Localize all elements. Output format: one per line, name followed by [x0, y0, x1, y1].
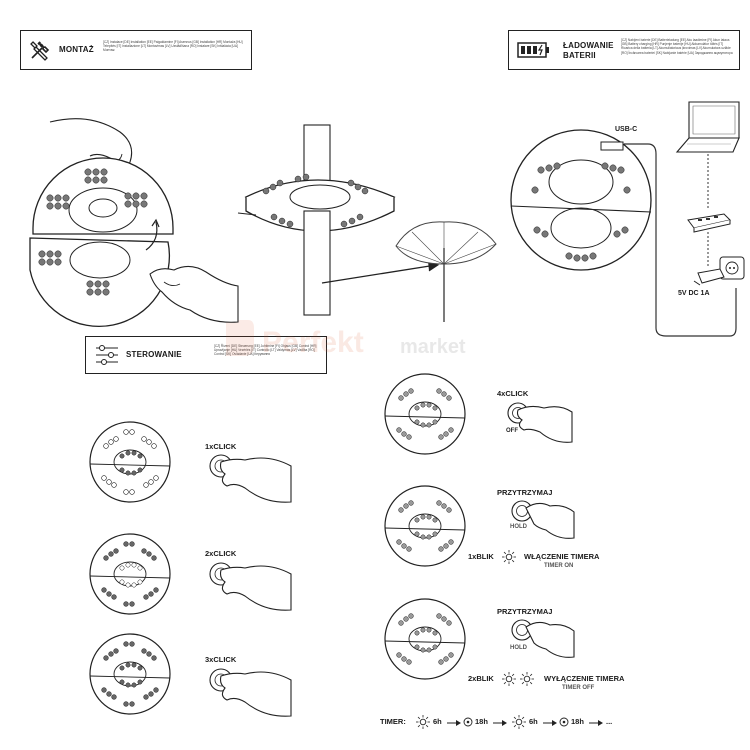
sterowanie-text: [CZ] Řízení [DE] Steuerung [EE] Juhtimin… [214, 344, 317, 357]
lamp-mode-2 [89, 533, 171, 615]
lamp-off [384, 373, 466, 455]
dotted-connector [707, 154, 709, 266]
battery-charging-icon [517, 42, 549, 58]
timer-sun-icon-2 [512, 715, 526, 729]
montaz-title: MONTAŻ [59, 45, 94, 54]
timer-off-2: 18h [571, 717, 584, 726]
hold-label-2: HOLD [510, 645, 527, 651]
hold-title-2: PRZYTRZYMAJ [497, 607, 553, 616]
click1-label: 1xCLICK [205, 442, 237, 451]
hand-bottom-icon [149, 265, 239, 323]
usb-hub-icon [687, 213, 731, 233]
timer-off-pl-label: WYŁĄCZENIE TIMERA [544, 674, 625, 683]
arrow-right-icon-1 [447, 720, 461, 726]
timer-off-1: 18h [475, 717, 488, 726]
lamp-split-illustration [29, 157, 174, 328]
lamp-charging-illustration [510, 129, 652, 271]
hold-label-1: HOLD [510, 524, 527, 530]
timer-off-en-label: TIMER OFF [562, 685, 595, 691]
sun-icon-3 [520, 672, 534, 686]
blink1-label: 1xBLIK [468, 552, 494, 561]
timer-ellipsis: ... [606, 717, 613, 726]
montaz-text: [CZ] Instalace [DE] Installation [EE] Pa… [103, 40, 243, 53]
lamp-on-pole-illustration [237, 124, 440, 316]
hand-press-4-icon [507, 402, 573, 443]
lamp-hold-2 [384, 598, 466, 680]
lamp-mode-3 [89, 633, 171, 715]
power-adapter-icon [693, 256, 745, 286]
click4-label: 4xCLICK [497, 389, 529, 398]
sterowanie-title: STEROWANIE [126, 350, 182, 359]
umbrella-illustration [395, 221, 497, 322]
click2-label: 2xCLICK [205, 549, 237, 558]
timer-sun-icon-1 [416, 715, 430, 729]
lamp-hold-1 [384, 485, 466, 567]
sliders-icon [96, 345, 118, 365]
off-label: OFF [506, 428, 518, 434]
hand-press-2-icon [209, 562, 292, 611]
watermark-logo-icon [226, 320, 254, 356]
hand-press-3-icon [209, 668, 292, 717]
hold-title-1: PRZYTRZYMAJ [497, 488, 553, 497]
blink2-label: 2xBLIK [468, 674, 494, 683]
montaz-box: MONTAŻ [CZ] Instalace [DE] Installation … [20, 30, 252, 70]
timer-on-1: 6h [433, 717, 442, 726]
lamp-mode-1 [89, 421, 171, 503]
timer-on-2: 6h [529, 717, 538, 726]
ladowanie-box: ŁADOWANIE BATERII [CZ] Nabíjení baterie … [508, 30, 740, 70]
hand-hold-2-icon [511, 619, 575, 658]
tools-icon [30, 41, 50, 61]
moon-icon-1 [463, 717, 473, 727]
arrow-right-icon-2 [493, 720, 507, 726]
ladowanie-title-2: BATERII [563, 51, 596, 60]
usb-cable [624, 143, 737, 337]
power-label: 5V DC 1A [678, 290, 710, 297]
ladowanie-title-1: ŁADOWANIE [563, 41, 614, 50]
sun-icon [502, 550, 516, 564]
watermark-brand: Perfekt [262, 326, 364, 359]
arrow-right-icon-3 [543, 720, 557, 726]
watermark-brand-2: market [400, 336, 466, 358]
timer-on-en-label: TIMER ON [544, 563, 574, 569]
usb-c-label: USB-C [615, 126, 638, 133]
hand-hold-1-icon [511, 500, 575, 539]
sterowanie-box: STEROWANIE [CZ] Řízení [DE] Steuerung [E… [85, 336, 327, 374]
moon-icon-2 [559, 717, 569, 727]
ladowanie-text: [CZ] Nabíjení baterie [DE] Batterieladun… [621, 38, 733, 55]
timer-label: TIMER: [380, 717, 406, 726]
sun-icon-2 [502, 672, 516, 686]
hand-press-1-icon [209, 454, 292, 503]
arrow-right-icon-4 [589, 720, 603, 726]
laptop-icon [675, 101, 740, 153]
click3-label: 3xCLICK [205, 655, 237, 664]
timer-on-pl-label: WŁĄCZENIE TIMERA [524, 552, 600, 561]
